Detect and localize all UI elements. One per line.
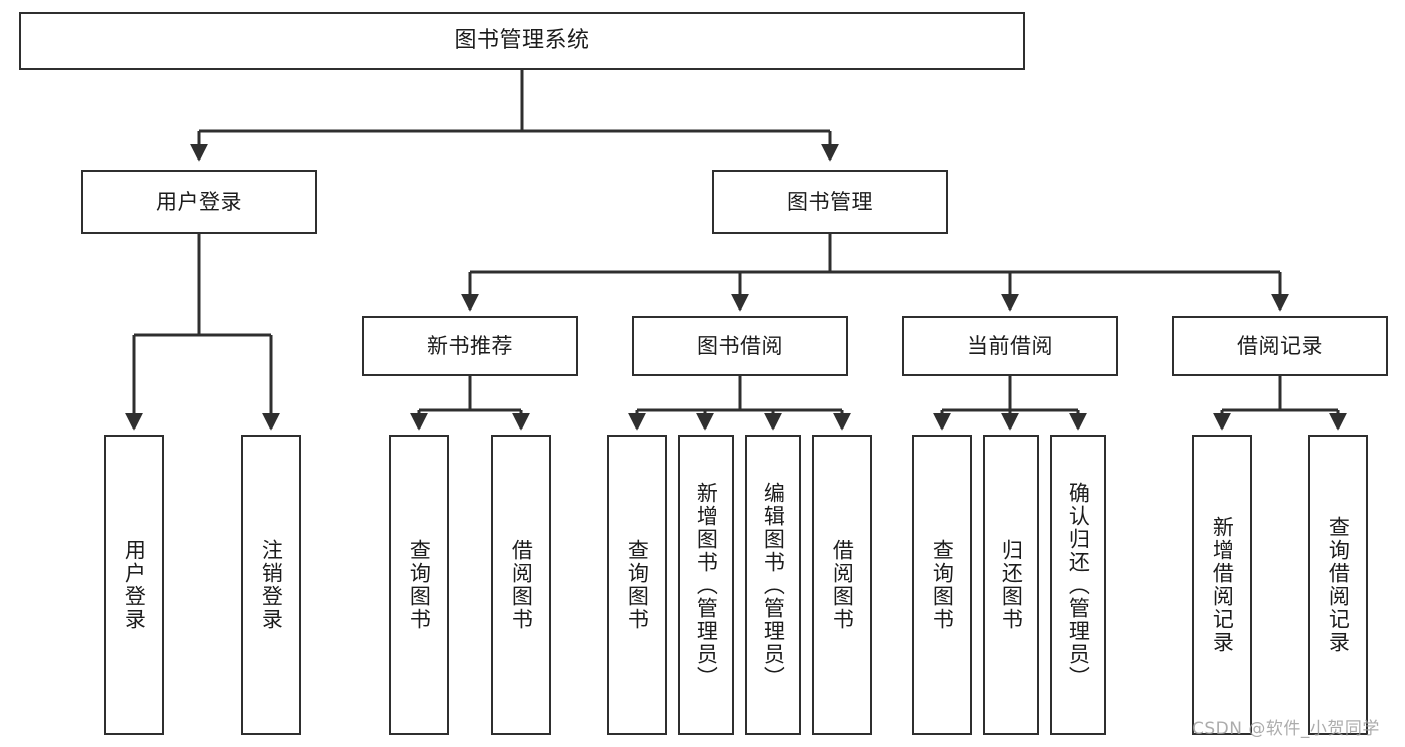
- node-book-manage[interactable]: 图书管理: [712, 170, 948, 234]
- node-label: 新增图书（管理员）: [694, 481, 719, 689]
- leaf-edit-book[interactable]: 编辑图书（管理员）: [745, 435, 801, 735]
- node-label: 确认归还（管理员）: [1066, 481, 1091, 689]
- node-label: 借阅记录: [1237, 333, 1323, 358]
- leaf-return-book[interactable]: 归还图书: [983, 435, 1039, 735]
- node-label: 图书借阅: [697, 333, 783, 358]
- node-label: 注销登录: [259, 539, 284, 631]
- node-user-login[interactable]: 用户登录: [81, 170, 317, 234]
- node-label: 查询图书: [930, 539, 955, 631]
- node-label: 用户登录: [122, 539, 147, 631]
- leaf-query-record[interactable]: 查询借阅记录: [1308, 435, 1368, 735]
- leaf-logout-login[interactable]: 注销登录: [241, 435, 301, 735]
- leaf-confirm-return[interactable]: 确认归还（管理员）: [1050, 435, 1106, 735]
- leaf-borrow-book-2[interactable]: 借阅图书: [812, 435, 872, 735]
- leaf-query-book-3[interactable]: 查询图书: [912, 435, 972, 735]
- node-label: 新书推荐: [427, 333, 513, 358]
- node-label: 借阅图书: [830, 539, 855, 631]
- node-current-borrow[interactable]: 当前借阅: [902, 316, 1118, 376]
- leaf-user-login[interactable]: 用户登录: [104, 435, 164, 735]
- leaf-borrow-book-1[interactable]: 借阅图书: [491, 435, 551, 735]
- node-label: 用户登录: [156, 189, 242, 214]
- node-label: 编辑图书（管理员）: [761, 481, 786, 689]
- node-label: 查询图书: [625, 539, 650, 631]
- node-book-borrow[interactable]: 图书借阅: [632, 316, 848, 376]
- node-borrow-record[interactable]: 借阅记录: [1172, 316, 1388, 376]
- csdn-watermark: CSDN @软件_小贺同学: [1192, 719, 1380, 739]
- node-label: 查询借阅记录: [1326, 516, 1351, 654]
- leaf-add-book[interactable]: 新增图书（管理员）: [678, 435, 734, 735]
- node-label: 新增借阅记录: [1210, 516, 1235, 654]
- node-label: 图书管理系统: [454, 28, 590, 54]
- leaf-query-book-1[interactable]: 查询图书: [389, 435, 449, 735]
- node-label: 图书管理: [787, 189, 873, 214]
- node-label: 借阅图书: [509, 539, 534, 631]
- node-root-system[interactable]: 图书管理系统: [19, 12, 1025, 70]
- node-label: 当前借阅: [967, 333, 1053, 358]
- node-label: 查询图书: [407, 539, 432, 631]
- leaf-add-record[interactable]: 新增借阅记录: [1192, 435, 1252, 735]
- node-label: 归还图书: [999, 539, 1024, 631]
- node-new-book-recommend[interactable]: 新书推荐: [362, 316, 578, 376]
- leaf-query-book-2[interactable]: 查询图书: [607, 435, 667, 735]
